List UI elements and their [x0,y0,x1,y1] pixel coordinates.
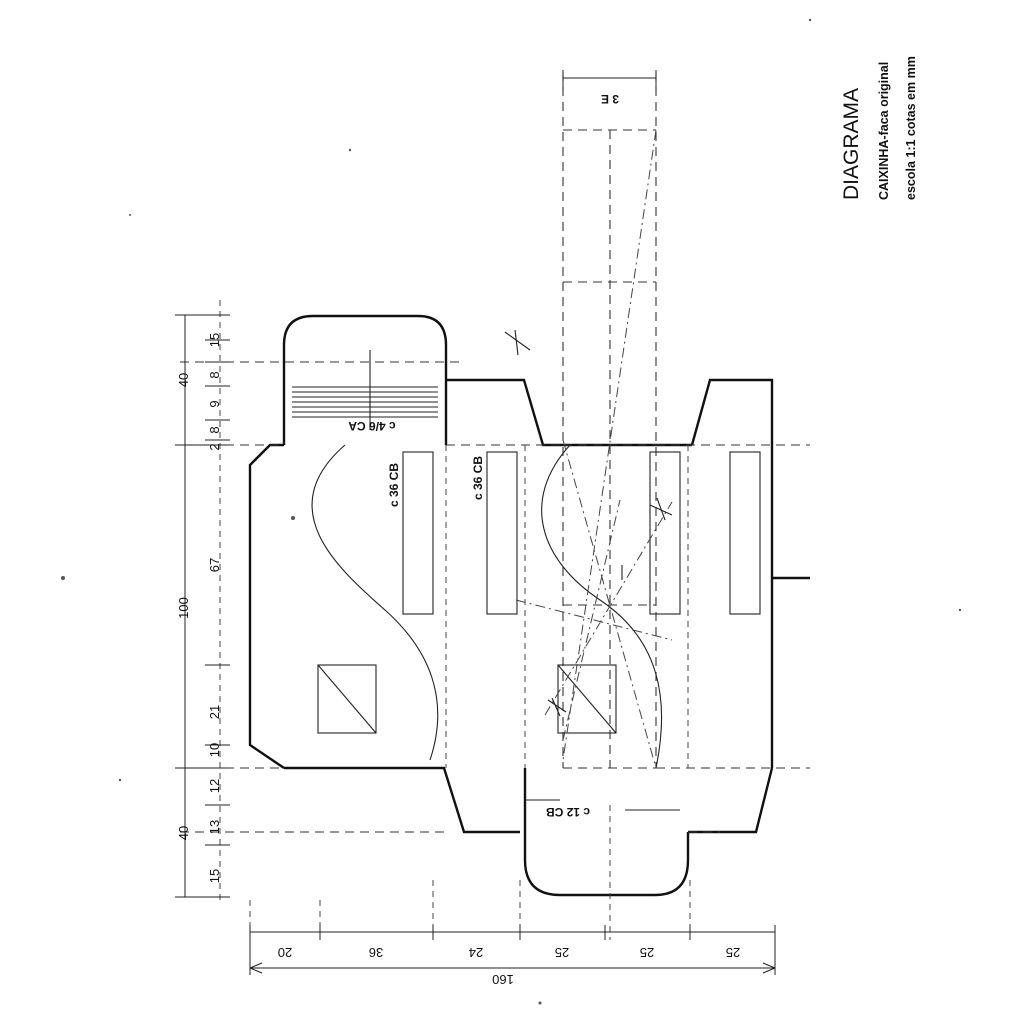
label-crease-cb-1: c 36 CB [387,463,401,507]
dim-h-0: 20 [278,945,292,960]
dim-guides-bottom [249,880,691,930]
slot-3 [649,451,681,615]
dim-inner-7: 10 [207,743,222,757]
construction-lines [504,129,673,769]
dim-inner-0: 15 [207,333,222,347]
label-crease-cb-2: c 36 CB [471,456,485,500]
bottom-dimensions [249,925,776,975]
cross-mark-2 [649,497,673,521]
slot-1 [402,451,434,615]
s-curve-left [311,444,439,761]
hatch-lines [292,350,438,430]
fold-column-rows [563,129,656,769]
dim-inner-6: 21 [207,705,222,719]
dim-outer-2: 100 [176,597,191,619]
window-right [557,664,617,734]
label-dim-3e: 3 E [601,92,619,106]
cross-mark-1 [504,329,531,356]
dim-inner-9: 13 [207,820,222,834]
dim-inner-8: 12 [207,779,222,793]
top-tuck-flap [282,314,448,445]
label-crease-cb-3: c 12 CB [546,805,590,819]
label-crease-ca: c 4/6 CA [348,419,396,433]
diagram-title: DIAGRAMA [840,88,863,200]
cut-outline [248,314,810,897]
dim-h-3: 25 [555,945,569,960]
scan-speckles [61,18,962,1005]
dim-inner-1: 8 [207,371,222,378]
top-middle-edge [446,378,692,447]
fold-lines [180,72,810,940]
s-curve-right [541,444,663,769]
left-dimensions [175,314,230,898]
dim-inner-2: 9 [207,400,222,407]
dim-inner-10: 15 [207,869,222,883]
dim-h-4: 25 [640,945,654,960]
dim-outer-3: 40 [176,826,191,840]
dim-h-1: 36 [369,945,383,960]
slot-2 [486,451,518,615]
cross-mark-3 [547,697,567,717]
bottom-right-edge [688,767,774,834]
window-left [317,664,377,734]
slots [402,451,761,615]
dim-inner-4: 2 [207,443,222,450]
right-edge [690,378,774,768]
s-curves [311,444,663,769]
dim-h-2: 24 [469,945,483,960]
dim-h-5: 25 [726,945,740,960]
bottom-left-edge [284,766,520,834]
bottom-tuck-flap [523,768,690,897]
dim-h-total: 160 [492,972,514,987]
diagram-scale: escola 1:1 cotas em mm [904,56,918,200]
fold-column-outer [562,72,657,768]
left-panel-edge [248,443,285,769]
slot-4 [729,451,761,615]
dim-inner-5: 67 [207,558,222,572]
dim-outer-1: 40 [176,373,191,387]
dim-inner-3: 8 [207,426,222,433]
windows [317,664,617,734]
diagram-subtitle: CAIXINHA-faca original [877,62,891,200]
top-dimension [562,70,657,90]
